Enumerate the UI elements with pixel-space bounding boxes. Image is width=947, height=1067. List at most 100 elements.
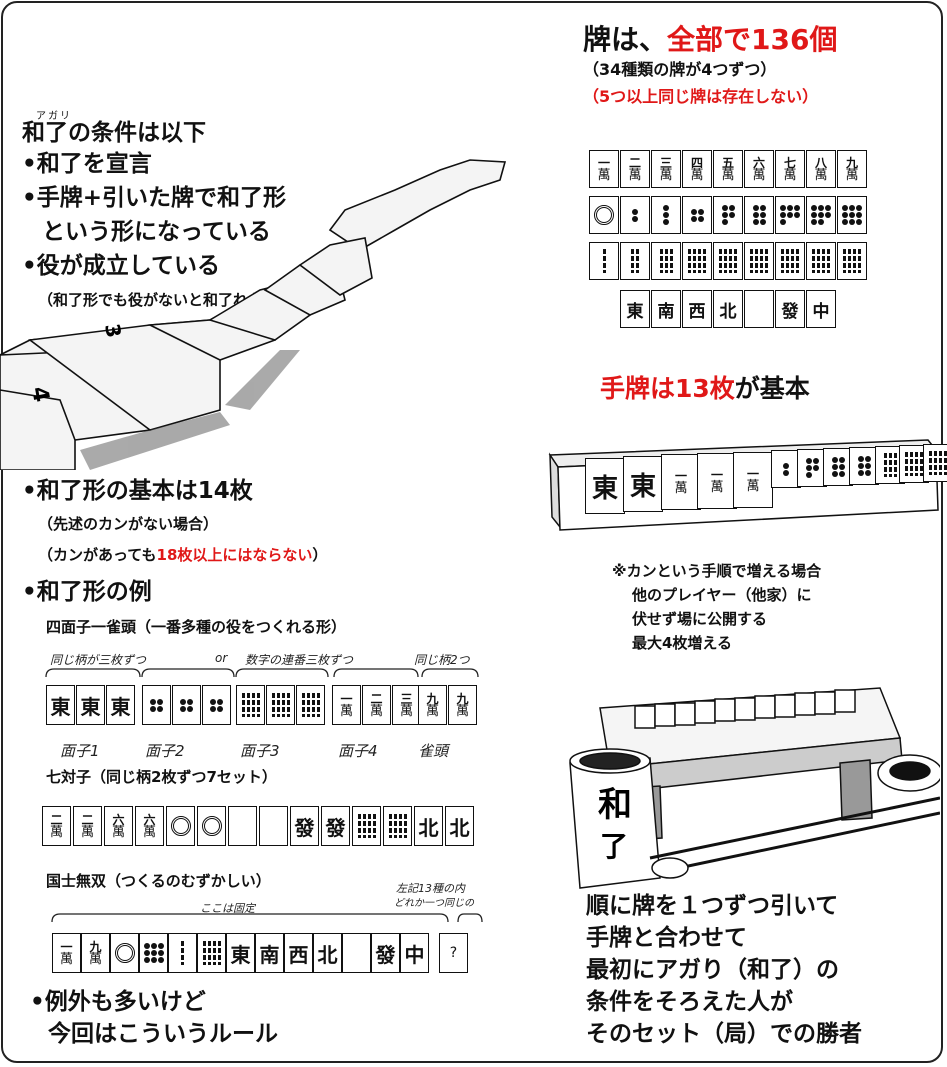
tile-man-5: 五萬	[713, 150, 743, 188]
examples-title: •和了形の例	[22, 579, 152, 605]
condition-declare: •和了を宣言	[22, 151, 152, 177]
tile-honor-1: 東	[623, 456, 663, 512]
tile-man-8: 八萬	[806, 150, 836, 188]
tile-honor-1: 東	[585, 458, 625, 514]
tile-honor-glyph: 發	[781, 301, 799, 322]
kan-note-2: 他のプレイヤー（他家）に	[632, 586, 812, 604]
falling-tiles-illustration: 4 3	[0, 159, 507, 470]
tile-pin-4	[682, 196, 712, 234]
tile-sou-7	[775, 242, 805, 280]
cup-char-wa: 和	[598, 785, 632, 825]
cup-char-ryo: 了	[600, 830, 628, 863]
tile-honor-glyph: 東	[80, 694, 101, 719]
tile-man-9: 九萬	[81, 933, 110, 973]
tile-pin-4	[142, 685, 171, 725]
wait-tile-question: ?	[449, 945, 458, 961]
tile-man-1: 一萬	[661, 454, 701, 510]
tile-sou-2	[620, 242, 650, 280]
tile-pin-8	[806, 196, 836, 234]
condition-shape-cont: という形になっている	[42, 219, 271, 245]
tile-honor-1: 東	[620, 290, 650, 328]
tile-man-4: 四萬	[682, 150, 712, 188]
ex1-brackets	[45, 668, 479, 678]
tile-man-1: 一萬	[332, 685, 361, 725]
tile-honor-glyph: 西	[288, 942, 309, 967]
hand-13-title: 手牌は13枚が基本	[600, 374, 810, 403]
tile-honor-5: 發	[775, 290, 805, 328]
ex1-label-2: 面子2	[145, 742, 185, 760]
tile-honor-2: 南	[255, 933, 284, 973]
tile-man-3: 三萬	[392, 685, 421, 725]
tile-honor-glyph: 東	[230, 942, 251, 967]
ex1-label-1: 面子1	[60, 742, 100, 760]
tile-white-dragon	[342, 933, 371, 973]
tile-honor-glyph: 中	[404, 942, 425, 967]
tile-sou-5	[713, 242, 743, 280]
tile-honor-glyph: 南	[657, 301, 675, 322]
tile-man-2: 二萬	[42, 806, 71, 846]
tile-honor-glyph: 西	[688, 301, 706, 322]
tile-man-2: 二萬	[362, 685, 391, 725]
tile-pin-4	[202, 685, 231, 725]
tile-honor-5: 發	[321, 806, 350, 846]
tile-sou-7	[266, 685, 295, 725]
tile-honor-glyph: 北	[449, 815, 470, 840]
exception-line1: •例外も多いけど	[30, 989, 206, 1015]
ex3-title: 国士無双（つくるのむずかしい）	[46, 872, 271, 890]
tile-pin-3	[651, 196, 681, 234]
tile-sou-8	[352, 806, 381, 846]
summary-1: 順に牌を１つずつ引いて	[586, 893, 839, 919]
tile-sou-1	[589, 242, 619, 280]
tile-sou-4	[682, 242, 712, 280]
tile-sou-9	[837, 242, 867, 280]
tile-honor-4: 北	[313, 933, 342, 973]
tile-honor-glyph: 發	[294, 815, 315, 840]
tile-pin-1	[197, 806, 226, 846]
tile-man-9: 九萬	[418, 685, 447, 725]
tile-honor-1: 東	[226, 933, 255, 973]
tile-man-2: 二萬	[620, 150, 650, 188]
tile-honor-6: 中	[806, 290, 836, 328]
condition-yaku: •役が成立している	[22, 253, 221, 279]
ex1-note-pair: 同じ柄2つ	[414, 653, 470, 667]
tile-pin-2	[620, 196, 650, 234]
ex3-note-right1: 左記13種の内	[396, 882, 465, 895]
basic-note1: （先述のカンがない場合）	[38, 515, 219, 533]
tile-white-dragon	[259, 806, 288, 846]
summary-2: 手牌と合わせて	[586, 925, 747, 951]
ex1-note-seq: 数字の連番三枚ずつ	[245, 653, 354, 667]
summary-5: そのセット（局）での勝者	[586, 1021, 862, 1047]
rack-cup-illustration: 和 了	[569, 687, 940, 889]
tile-honor-4: 北	[414, 806, 443, 846]
agari-ruby: アガリ	[36, 111, 72, 122]
tile-honor-glyph: 東	[110, 694, 131, 719]
tile-honor-1: 東	[46, 685, 75, 725]
tile-pin-9	[139, 933, 168, 973]
tile-man-3: 三萬	[651, 150, 681, 188]
tile-honor-glyph: 北	[317, 942, 338, 967]
tile-honor-1: 東	[106, 685, 135, 725]
tile-pin-5	[797, 449, 827, 487]
tile-man-9: 九萬	[448, 685, 477, 725]
ex3-brackets	[51, 913, 483, 923]
tile-honor-glyph: 發	[375, 942, 396, 967]
tile-man-2: 二萬	[73, 806, 102, 846]
ex1-label-3: 面子3	[240, 742, 280, 760]
ex1-label-4: 面子4	[338, 742, 378, 760]
tile-honor-glyph: 東	[626, 301, 644, 322]
tile-sou-1	[168, 933, 197, 973]
basic-title: •和了形の基本は14枚	[22, 478, 253, 504]
die-face-3: 3	[100, 322, 126, 340]
tile-pin-6	[744, 196, 774, 234]
exception-line2: 今回はこういうルール	[48, 1021, 278, 1047]
ex3-note-fixed: ここは固定	[200, 902, 255, 915]
ex1-label-pair: 雀頭	[418, 742, 449, 760]
tile-white-dragon	[744, 290, 774, 328]
tile-man-1: 一萬	[589, 150, 619, 188]
tile-honor-glyph: 東	[591, 473, 618, 504]
right-sub1: （34種類の牌が4つずつ）	[583, 60, 777, 79]
tile-honor-glyph: 發	[325, 815, 346, 840]
tile-pin-9	[837, 196, 867, 234]
right-headline: 牌は、全部で136個	[583, 23, 838, 56]
tile-sou-5	[923, 444, 947, 482]
